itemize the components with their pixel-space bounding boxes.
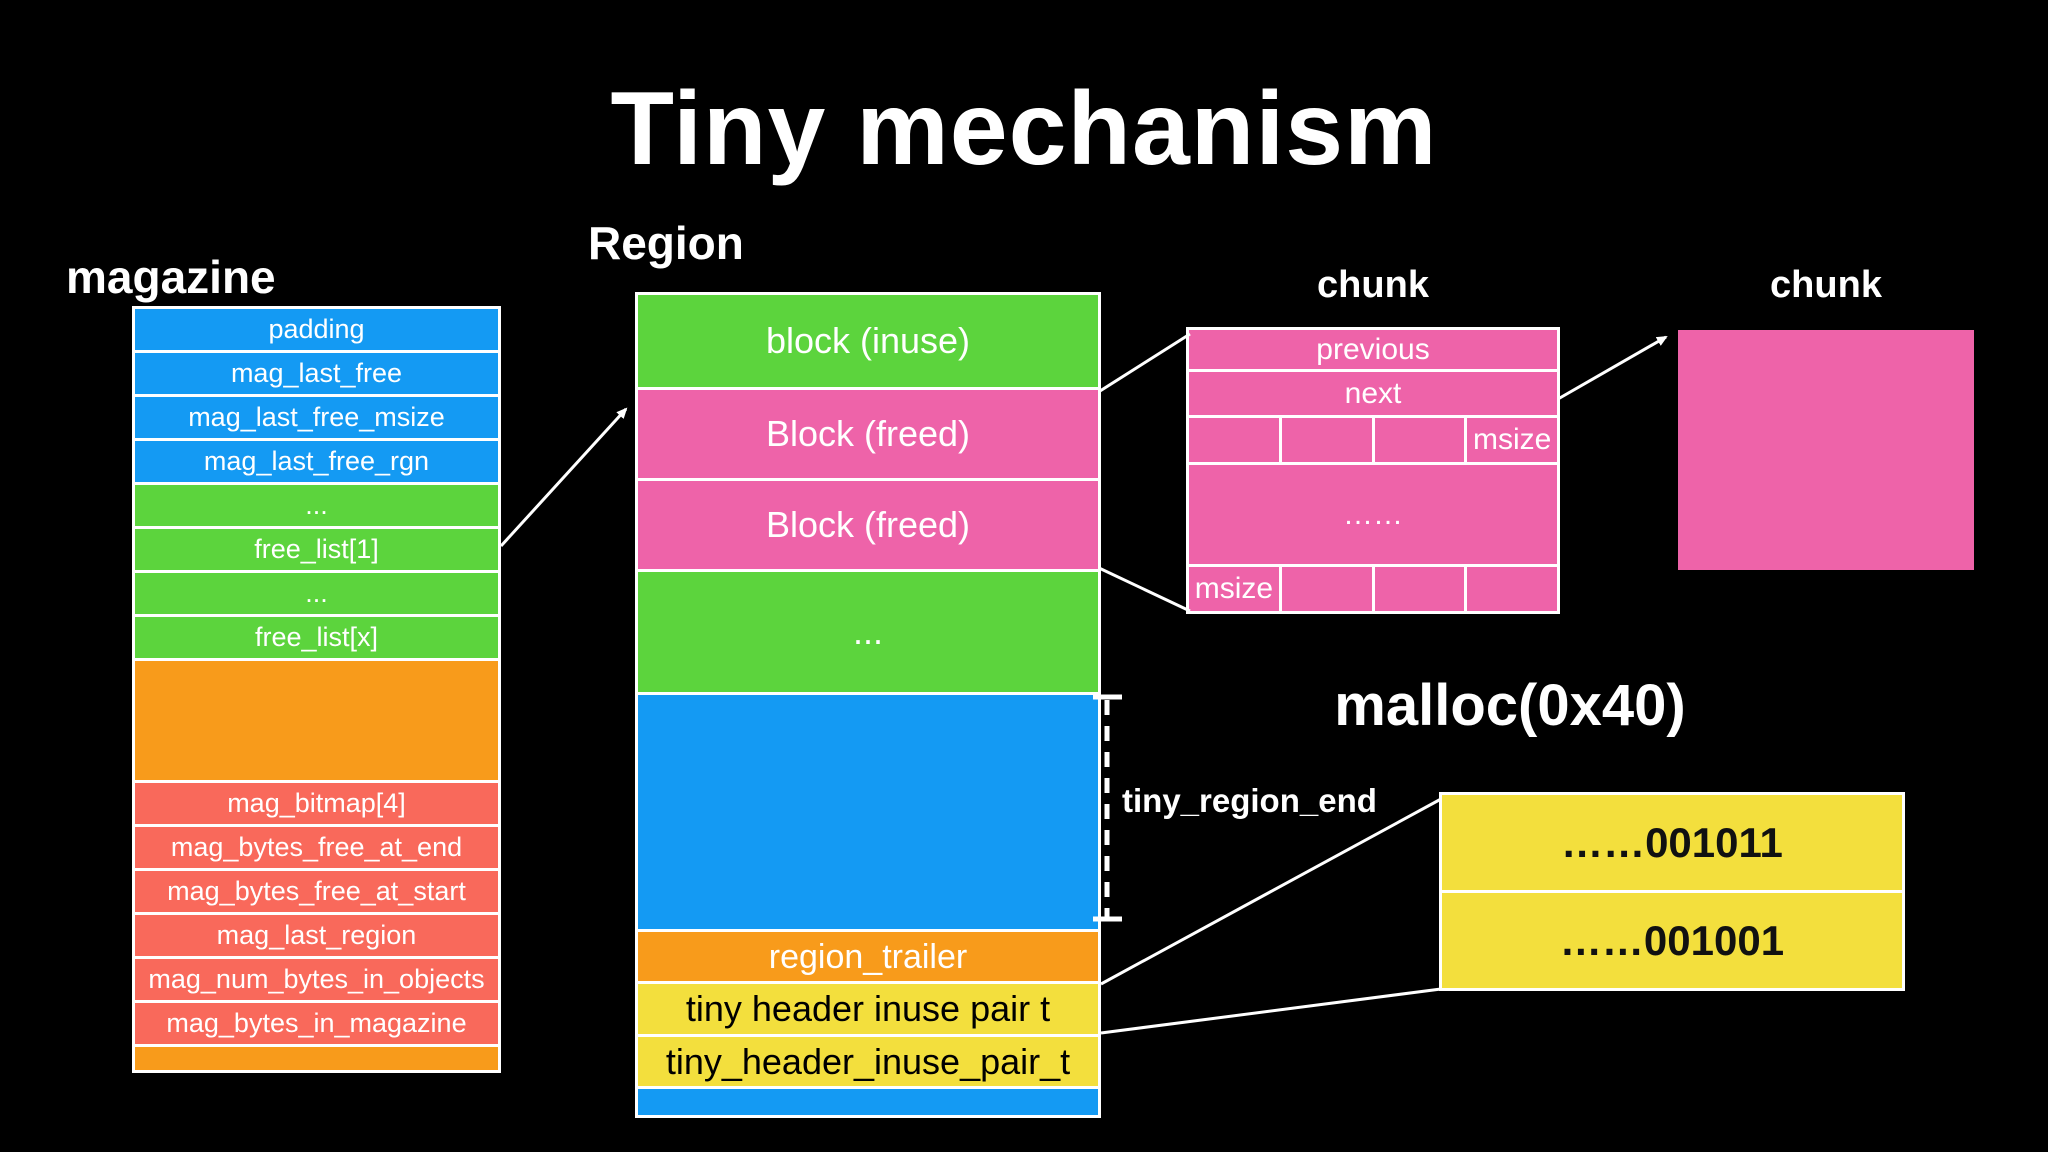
arrow-chunk-next-to-chunk-box bbox=[1557, 335, 1668, 401]
line-freed2-to-chunk-bottom bbox=[1098, 566, 1191, 613]
magazine-label: magazine bbox=[66, 251, 276, 303]
chunk-cell-empty bbox=[1281, 567, 1372, 611]
malloc-result-blocks: ……001011 ……001001 bbox=[1439, 792, 1905, 991]
chunk-row-msize-bottom: msize bbox=[1189, 567, 1557, 611]
result-bits-row-1: ……001011 bbox=[1442, 795, 1902, 890]
chunk-cell-empty bbox=[1281, 418, 1372, 462]
magazine-row-mag-last-region: mag_last_region bbox=[135, 915, 498, 956]
region-block-free-space bbox=[638, 695, 1098, 929]
chunk-cell-empty bbox=[1467, 567, 1557, 611]
region-strip-blue-bottom bbox=[638, 1089, 1098, 1115]
magazine-block-orange-spacer bbox=[135, 661, 498, 780]
magazine-row-ellipsis-1: ... bbox=[135, 485, 498, 526]
chunk-struct-table: previous next msize …… msize bbox=[1186, 327, 1560, 614]
magazine-row-mag-bytes-free-at-end: mag_bytes_free_at_end bbox=[135, 827, 498, 868]
slide-title: Tiny mechanism bbox=[610, 71, 1438, 187]
line-header2-to-result-bottom bbox=[1100, 987, 1442, 1035]
region-struct: block (inuse) Block (freed) Block (freed… bbox=[635, 292, 1101, 1118]
magazine-row-mag-bytes-in-magazine: mag_bytes_in_magazine bbox=[135, 1003, 498, 1044]
chunk-row-previous: previous bbox=[1189, 330, 1557, 369]
chunk-row-msize-top: msize bbox=[1189, 418, 1557, 462]
magazine-row-free-list-x: free_list[x] bbox=[135, 617, 498, 658]
region-row-region-trailer: region_trailer bbox=[638, 932, 1098, 981]
magazine-row-mag-num-bytes-in-objects: mag_num_bytes_in_objects bbox=[135, 959, 498, 1000]
tiny-region-end-label: tiny_region_end bbox=[1122, 782, 1377, 819]
chunk-cell-msize: msize bbox=[1189, 567, 1279, 611]
magazine-struct: padding mag_last_free mag_last_free_msiz… bbox=[132, 306, 501, 1073]
magazine-row-mag-bytes-free-at-start: mag_bytes_free_at_start bbox=[135, 871, 498, 912]
magazine-row-ellipsis-2: ... bbox=[135, 573, 498, 614]
arrow-freelist-to-region bbox=[499, 407, 628, 548]
magazine-row-mag-last-free-msize: mag_last_free_msize bbox=[135, 397, 498, 438]
chunk-row-dots: …… bbox=[1189, 465, 1557, 564]
region-row-tiny-header-pair-1: tiny header inuse pair t bbox=[638, 984, 1098, 1034]
region-label: Region bbox=[588, 217, 744, 269]
magazine-row-padding: padding bbox=[135, 309, 498, 350]
chunk-box bbox=[1678, 330, 1974, 570]
chunk-cell-empty bbox=[1189, 418, 1279, 462]
region-block-inuse: block (inuse) bbox=[638, 295, 1098, 387]
line-header1-to-result-top bbox=[1100, 797, 1442, 986]
chunk-box-label: chunk bbox=[1770, 264, 1882, 306]
magazine-row-free-list-1: free_list[1] bbox=[135, 529, 498, 570]
magazine-row-mag-last-free: mag_last_free bbox=[135, 353, 498, 394]
chunk-row-next: next bbox=[1189, 372, 1557, 415]
malloc-call-label: malloc(0x40) bbox=[1334, 673, 1686, 738]
magazine-strip-orange-bottom bbox=[135, 1047, 498, 1070]
region-block-ellipsis: ... bbox=[638, 572, 1098, 692]
region-block-freed-2: Block (freed) bbox=[638, 481, 1098, 569]
chunk-cell-empty bbox=[1374, 567, 1465, 611]
line-freed1-to-chunk-top bbox=[1099, 332, 1191, 393]
chunk-cell-msize: msize bbox=[1467, 418, 1557, 462]
magazine-row-mag-last-free-rgn: mag_last_free_rgn bbox=[135, 441, 498, 482]
magazine-row-mag-bitmap: mag_bitmap[4] bbox=[135, 783, 498, 824]
chunk-cell-empty bbox=[1374, 418, 1465, 462]
region-row-tiny-header-pair-2: tiny_header_inuse_pair_t bbox=[638, 1037, 1098, 1086]
chunk-table-label: chunk bbox=[1317, 264, 1429, 306]
result-bits-row-2: ……001001 bbox=[1442, 893, 1902, 988]
region-block-freed-1: Block (freed) bbox=[638, 390, 1098, 478]
